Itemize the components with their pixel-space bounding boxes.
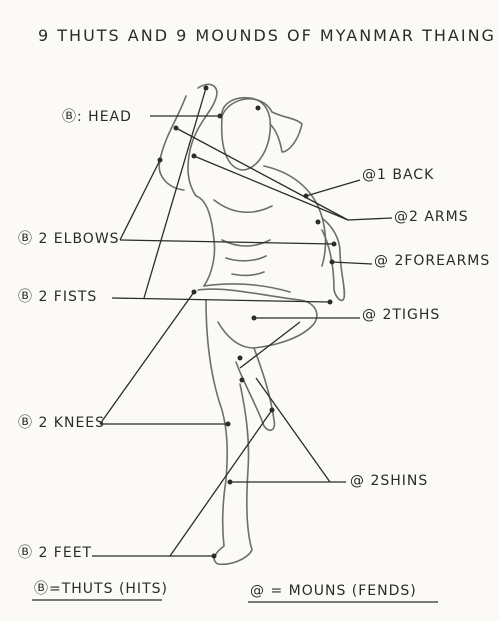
dot-foot-raised bbox=[270, 408, 275, 413]
dot-forearm bbox=[330, 260, 335, 265]
label-elbows: Ⓑ 2 ELBOWS bbox=[18, 232, 120, 246]
dot-thigh-2 bbox=[238, 356, 243, 361]
dot-head bbox=[218, 114, 223, 119]
dot-knee-raised bbox=[192, 290, 197, 295]
figure-hair bbox=[222, 99, 302, 152]
legend-thuts: Ⓑ=THUTS (HITS) bbox=[34, 582, 168, 596]
figure-head bbox=[222, 98, 271, 170]
line-arms-1 bbox=[176, 128, 348, 220]
dot-shin-2 bbox=[228, 480, 233, 485]
line-back bbox=[306, 180, 360, 196]
dot-back bbox=[304, 194, 309, 199]
figure-standing-leg bbox=[206, 300, 252, 564]
label-feet: Ⓑ 2 FEET bbox=[18, 546, 92, 560]
dot-thigh bbox=[252, 316, 257, 321]
line-elbows-1 bbox=[120, 160, 160, 240]
label-arms: @2 ARMS bbox=[394, 210, 469, 224]
line-knees-1 bbox=[100, 292, 194, 424]
dot-foot-standing bbox=[212, 554, 217, 559]
fighter-figure bbox=[159, 84, 344, 564]
figure-chest bbox=[214, 200, 272, 275]
figure-hip bbox=[204, 284, 290, 292]
diagram-title: 9 THUTS AND 9 MOUNDS OF MYANMAR THAING bbox=[38, 28, 496, 44]
label-back: @1 BACK bbox=[362, 168, 434, 182]
dot-elbow-1 bbox=[158, 158, 163, 163]
legend-mounds: @ = MOUNS (FENDS) bbox=[250, 584, 417, 598]
dot-fist bbox=[328, 300, 333, 305]
dot-crown bbox=[256, 106, 261, 111]
label-forearms: @ 2FOREARMS bbox=[374, 254, 490, 268]
dot-shin-1 bbox=[240, 378, 245, 383]
dot-arms-right bbox=[316, 220, 321, 225]
label-fists: Ⓑ 2 FISTS bbox=[18, 290, 97, 304]
label-tighs: @ 2TIGHS bbox=[362, 308, 440, 322]
line-tighs-2 bbox=[240, 322, 300, 368]
dot-arm-1 bbox=[174, 126, 179, 131]
figure-torso-right bbox=[264, 166, 325, 266]
dot-head-top bbox=[204, 86, 209, 91]
line-elbows-2 bbox=[120, 240, 334, 244]
leader-lines bbox=[32, 88, 438, 602]
dot-arm-2 bbox=[192, 154, 197, 159]
label-shins: @ 2SHINS bbox=[350, 474, 428, 488]
line-feet-2 bbox=[170, 410, 272, 556]
label-head: Ⓑ: HEAD bbox=[62, 110, 132, 124]
line-arms-2 bbox=[194, 156, 348, 220]
dot-knee-standing bbox=[226, 422, 231, 427]
figure-raised-arm-inner bbox=[159, 96, 186, 190]
line-forearms bbox=[332, 262, 372, 264]
dot-elbow-2 bbox=[332, 242, 337, 247]
label-knees: Ⓑ 2 KNEES bbox=[18, 416, 105, 430]
line-arms-3 bbox=[348, 218, 392, 220]
